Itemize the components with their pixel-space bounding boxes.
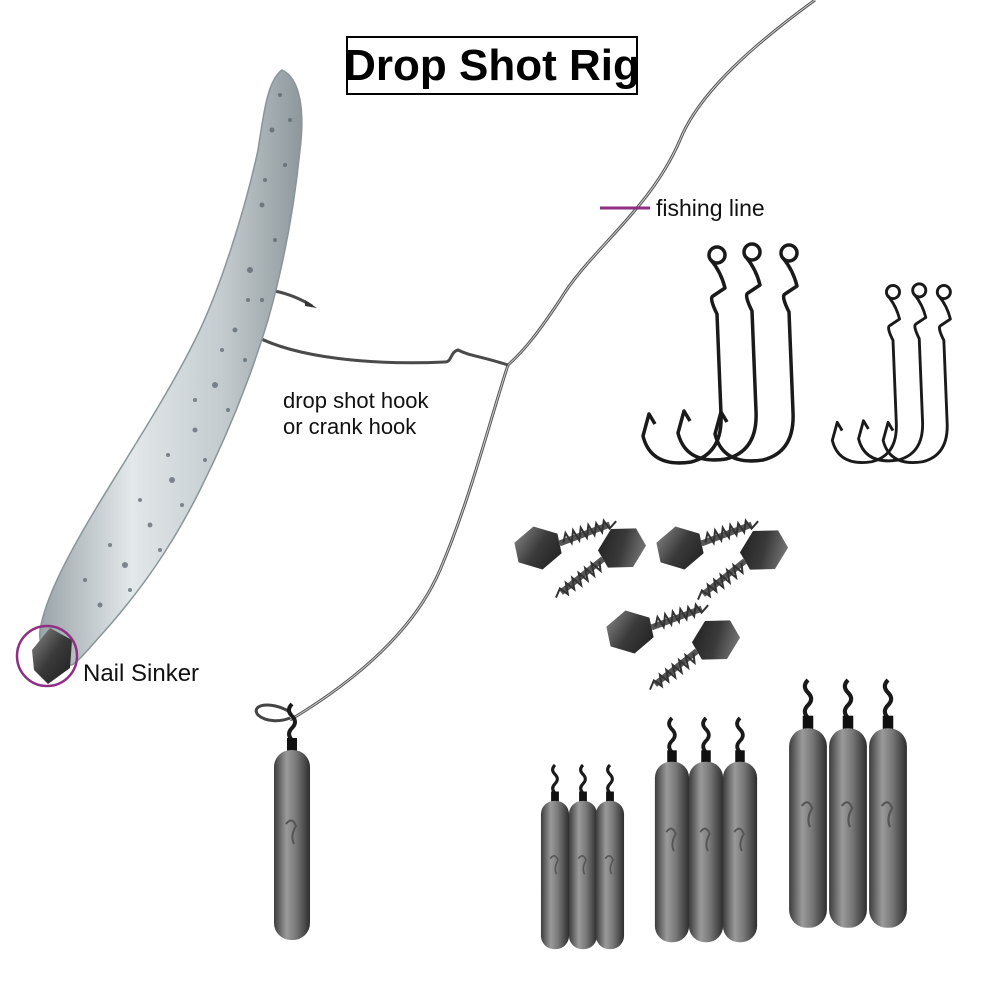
- drop-shot-weight-icon: [567, 763, 599, 951]
- title-border: [346, 36, 638, 95]
- nail-sinker-icon: [32, 628, 72, 684]
- hooks-small: [830, 282, 952, 464]
- drop-shot-weight-icon: [829, 680, 867, 928]
- drop-shot-weight-icon: [653, 716, 691, 945]
- worm-icon: [39, 69, 303, 666]
- hook-label-line2: or crank hook: [283, 414, 417, 439]
- hooks-large: [641, 242, 799, 465]
- weights-medium: [653, 716, 759, 945]
- drop-shot-weight-icon: [272, 702, 312, 942]
- hook-icon: [830, 284, 901, 464]
- nail-sinker-icon: [634, 610, 746, 700]
- weights-large: [789, 680, 907, 928]
- title-box: Drop Shot Rig: [344, 36, 640, 95]
- nail-sinker-callout: Nail Sinker: [15, 624, 199, 688]
- drop-shot-weight-icon: [789, 680, 827, 928]
- fishing-line-callout: fishing line: [600, 195, 765, 221]
- hook-icon: [641, 245, 727, 465]
- drop-shot-weight-icon: [721, 716, 759, 945]
- page-title: Drop Shot Rig: [344, 41, 640, 90]
- nail-sinker-label: Nail Sinker: [83, 660, 199, 687]
- weights-small: [539, 763, 626, 951]
- drop-shot-weight-icon: [594, 763, 626, 951]
- drop-shot-weight-icon: [687, 716, 725, 945]
- hook-label-line1: drop shot hook: [283, 388, 430, 413]
- drop-shot-weight-icon: [539, 763, 571, 951]
- rig-drop-shot-weight: [254, 702, 312, 942]
- hook-icon: [857, 282, 928, 463]
- nail-sinkers: [512, 509, 794, 700]
- fishing-line-label: fishing line: [656, 195, 765, 221]
- highlight-circle: [15, 624, 79, 688]
- drop-shot-weight-icon: [869, 680, 907, 928]
